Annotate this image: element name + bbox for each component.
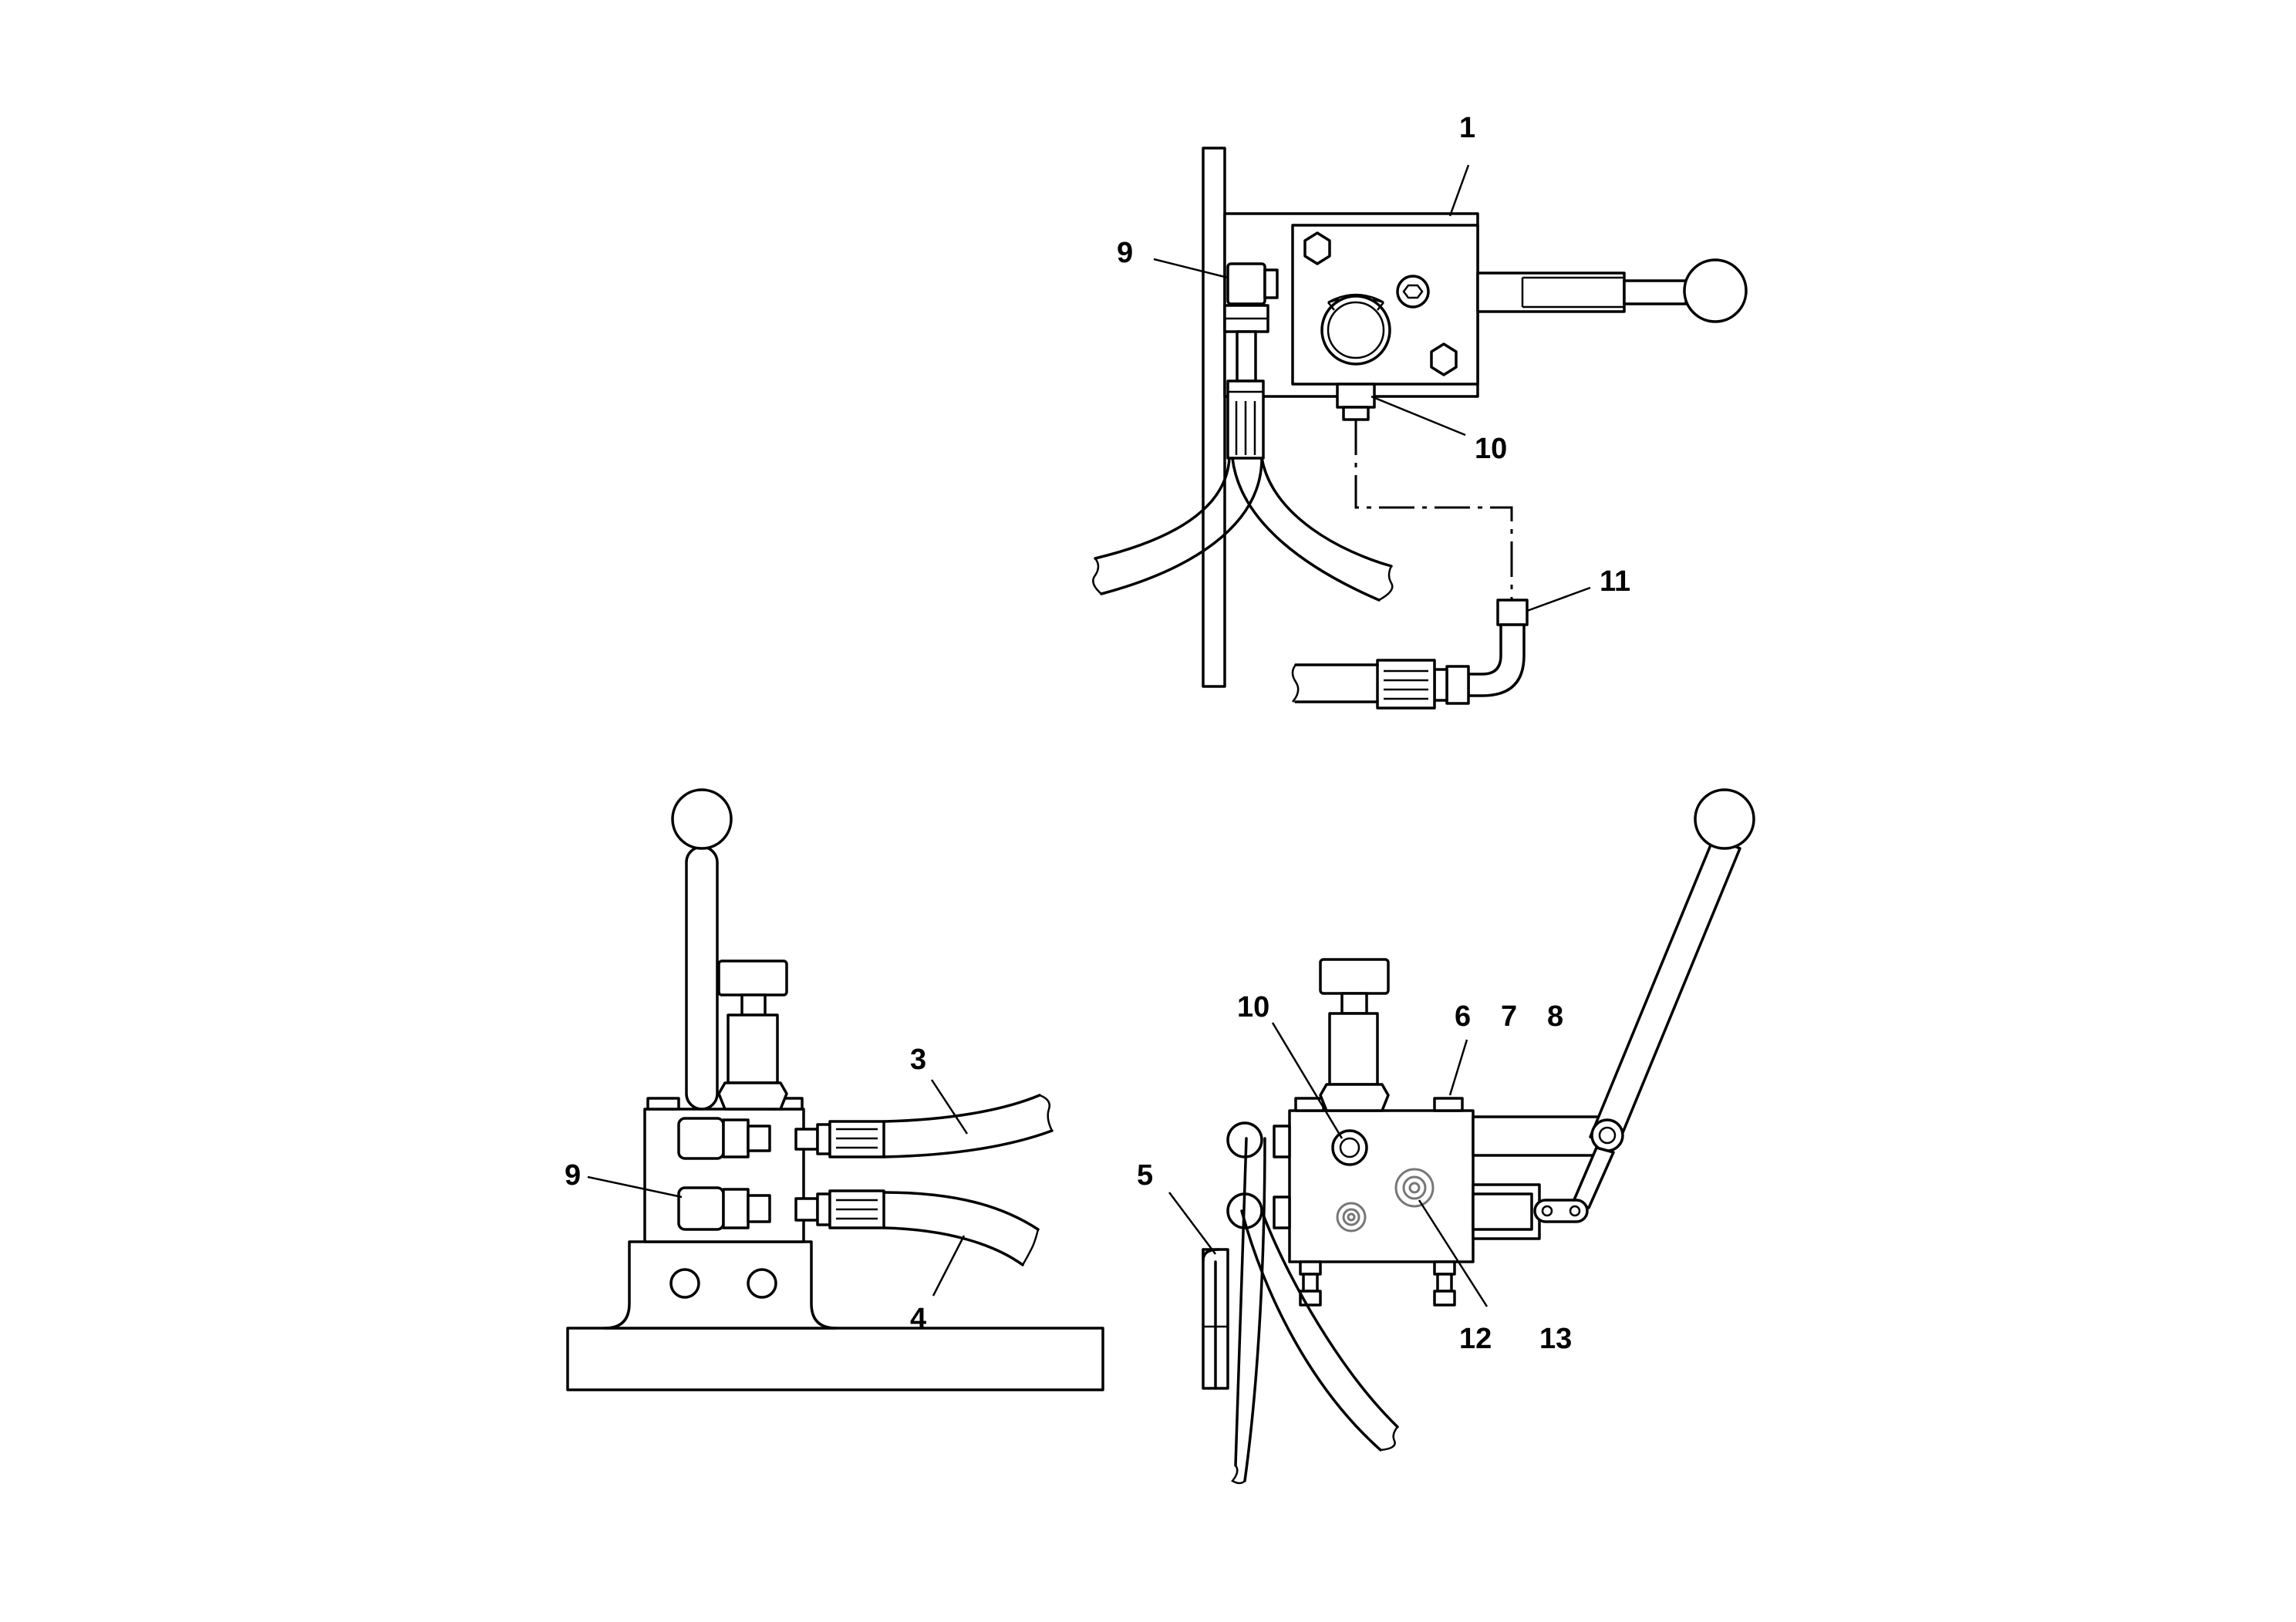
top-hex-bolt-upper — [1303, 231, 1331, 265]
left-base-plate — [566, 1327, 1104, 1391]
callout-8: 8 — [1547, 1000, 1563, 1033]
top-lever-ball — [1683, 258, 1748, 323]
top-lower-hose — [1294, 663, 1379, 703]
left-adjust-knob — [717, 959, 788, 996]
right-lever-pivot — [1590, 1118, 1624, 1152]
right-port-10 — [1331, 1129, 1368, 1166]
right-bent-bracket — [1202, 1248, 1220, 1390]
right-valve-body — [1288, 1109, 1475, 1263]
callout-7: 7 — [1501, 1000, 1517, 1033]
callout-3: 3 — [910, 1044, 926, 1076]
side-view-right: 10 5 6 7 8 12 13 — [1137, 788, 1755, 1485]
callout-9-left: 9 — [565, 1159, 581, 1192]
callout-10: 10 — [1475, 433, 1507, 465]
top-swivel-fitting — [1496, 599, 1529, 626]
right-linkage — [1572, 1146, 1615, 1209]
top-hex-bolt-lower — [1430, 342, 1458, 376]
top-socket-screw — [1396, 275, 1430, 309]
left-adjuster-body — [727, 1013, 779, 1084]
right-hose-b — [1240, 1209, 1399, 1452]
callout-1: 1 — [1459, 112, 1475, 144]
top-dashed-connection — [1354, 420, 1513, 600]
callout-4: 4 — [910, 1303, 926, 1335]
left-hose-4 — [882, 1191, 1040, 1266]
top-view: 1 9 10 11 — [1092, 112, 1748, 710]
callout-5: 5 — [1137, 1159, 1153, 1192]
left-lever-rod — [685, 845, 719, 1111]
side-view-left: 3 4 9 — [565, 788, 1104, 1391]
right-adjust-knob — [1319, 958, 1390, 995]
top-bottom-port-fitting — [1336, 383, 1376, 409]
top-lever-rod — [1623, 279, 1687, 305]
left-lever-ball — [671, 788, 733, 850]
right-lever-ball — [1694, 788, 1755, 850]
callout-9: 9 — [1117, 237, 1133, 269]
left-fitting-upper — [677, 1117, 725, 1160]
right-lever-housing — [1472, 1115, 1613, 1157]
callout-12: 12 — [1459, 1323, 1492, 1355]
right-hose-a — [1234, 1137, 1266, 1482]
callout-11: 11 — [1600, 565, 1630, 598]
top-lower-hose-crimp — [1376, 659, 1436, 710]
right-lever-rod — [1589, 836, 1741, 1149]
top-hose-left — [1094, 457, 1231, 560]
top-lever-clevis — [1476, 271, 1626, 313]
left-hose-3 — [882, 1094, 1054, 1158]
top-hose-right — [1231, 457, 1381, 602]
rotate-arrow-icon — [1327, 293, 1384, 304]
top-mounting-plate — [1202, 147, 1226, 688]
right-adjuster-body — [1328, 1012, 1379, 1086]
left-base-hole-2 — [747, 1268, 777, 1299]
left-base-hole-1 — [669, 1268, 700, 1299]
top-elbow-fitting — [1226, 262, 1266, 305]
top-adjust-knob — [1320, 295, 1391, 366]
left-base-block — [603, 1240, 838, 1330]
top-elbow-pipe — [1467, 623, 1526, 697]
callout-6: 6 — [1455, 1000, 1471, 1033]
left-fitting-lower — [677, 1186, 725, 1231]
callout-10-right: 10 — [1237, 991, 1269, 1023]
callout-13: 13 — [1539, 1323, 1572, 1355]
